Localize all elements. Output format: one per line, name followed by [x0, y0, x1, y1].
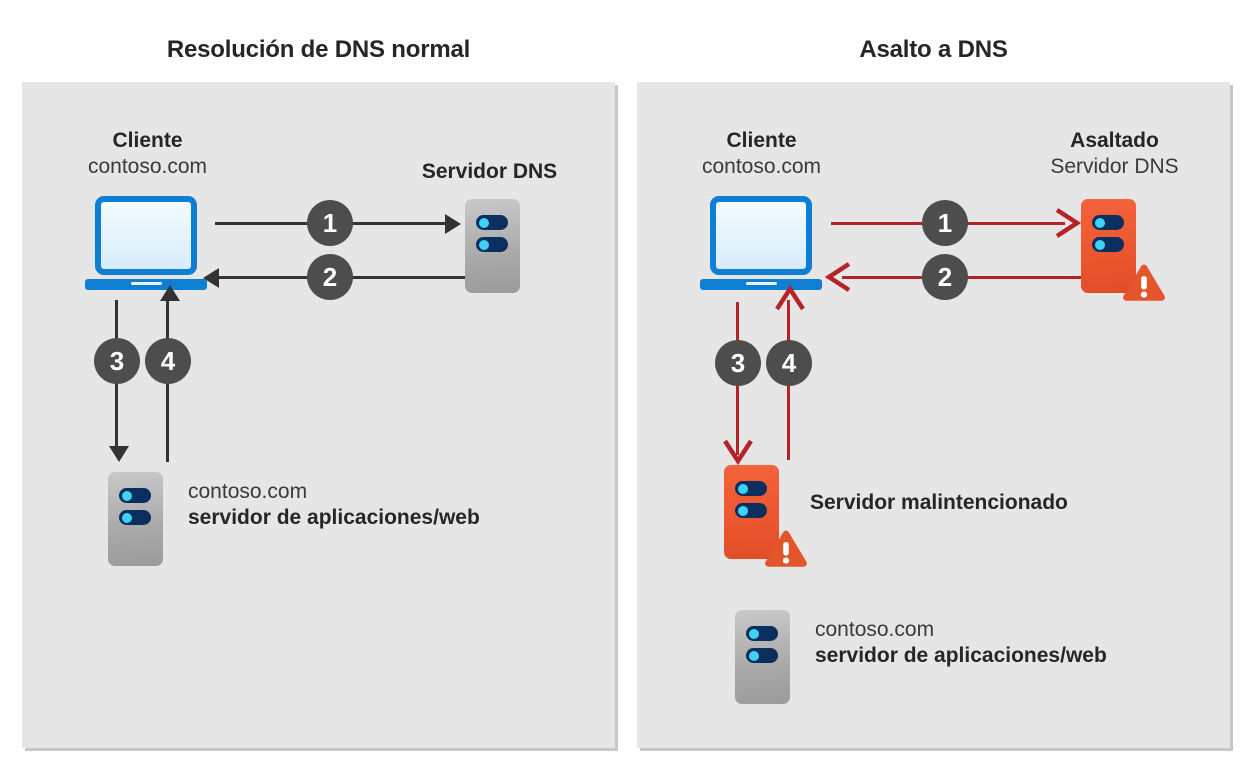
malicious-app-server-icon: [724, 465, 779, 559]
panel-title-hijack: Asalto a DNS: [859, 36, 1008, 63]
step-badge-4: 4: [766, 340, 812, 386]
arrow-1-head: [445, 214, 461, 234]
laptop-trackpad-notch: [131, 282, 162, 285]
dns-server-name: Servidor DNS: [421, 160, 558, 183]
app-server-icon: [108, 472, 163, 566]
warning-triangle-icon: [763, 528, 809, 570]
client-name: Cliente: [726, 129, 797, 152]
app-server-pill-2: [119, 510, 151, 525]
step-badge-4: 4: [145, 338, 191, 384]
step-badge-1: 1: [307, 200, 353, 246]
malicious-server-status-dot-2: [1095, 239, 1105, 250]
malicious-app-server-status-dot-2: [738, 505, 748, 516]
client-domain: contoso.com: [87, 154, 208, 178]
malicious-server-status-dot-1: [1095, 217, 1105, 228]
laptop-screen: [710, 196, 812, 275]
client-name: Cliente: [112, 129, 183, 152]
app-server-domain: contoso.com: [815, 618, 935, 641]
malicious-app-server-pill-1: [735, 481, 767, 496]
app-server-role: servidor de aplicaciones/web: [188, 506, 480, 530]
arrow-4-head: [160, 285, 180, 301]
malicious-app-server-status-dot-1: [738, 483, 748, 494]
arrow-3-head: [109, 446, 129, 462]
laptop-trackpad-notch: [746, 282, 777, 285]
step-badge-1: 1: [922, 200, 968, 246]
malicious-server-pill-2: [1092, 237, 1124, 252]
app-server-status-dot-2: [749, 650, 759, 661]
arrow-2-head: [203, 268, 219, 288]
arrow-4-head: [775, 285, 805, 311]
arrow-1-head: [1055, 208, 1081, 238]
step-badge-3: 3: [94, 338, 140, 384]
laptop-screen: [95, 196, 197, 275]
app-server-status-dot-2: [122, 512, 132, 523]
malicious-server-label: Servidor malintencionado: [810, 490, 1068, 516]
malicious-server-icon: [1081, 199, 1136, 293]
arrow-2-head: [825, 262, 851, 292]
app-server-status-dot-1: [122, 490, 132, 501]
dns-server-label-normal: Servidor DNS: [382, 159, 597, 185]
hijacked-dns-sub: Servidor DNS: [1050, 154, 1179, 178]
app-server-status-dot-1: [749, 628, 759, 639]
client-domain: contoso.com: [701, 154, 822, 178]
laptop-icon: [85, 196, 207, 296]
hijacked-dns-label: Asaltado Servidor DNS: [1007, 128, 1222, 179]
step-badge-3: 3: [715, 340, 761, 386]
laptop-icon: [700, 196, 822, 296]
server-status-dot-1: [479, 217, 489, 228]
app-server-role: servidor de aplicaciones/web: [815, 644, 1107, 668]
app-server-domain: contoso.com: [188, 480, 308, 503]
app-server-pill-2: [746, 648, 778, 663]
malicious-app-server-pill-2: [735, 503, 767, 518]
panel-dns-hijack: Cliente contoso.com Asaltado Servidor DN…: [637, 82, 1230, 748]
server-status-dot-2: [479, 239, 489, 250]
panel-normal-dns: Cliente contoso.com Servidor DNS 1: [22, 82, 615, 748]
arrow-3-head: [723, 439, 753, 465]
app-server-pill-1: [746, 626, 778, 641]
server-pill-1: [476, 215, 508, 230]
client-label-hijack: Cliente contoso.com: [659, 128, 864, 179]
app-server-label-normal: contoso.com servidor de aplicaciones/web: [188, 479, 480, 532]
step-badge-2: 2: [307, 254, 353, 300]
client-label-normal: Cliente contoso.com: [45, 128, 250, 179]
malicious-server-text: Servidor malintencionado: [810, 491, 1068, 514]
step-badge-2: 2: [922, 254, 968, 300]
server-pill-2: [476, 237, 508, 252]
warning-triangle-icon: [1121, 262, 1167, 304]
app-server-pill-1: [119, 488, 151, 503]
panel-title-normal: Resolución de DNS normal: [166, 36, 471, 63]
app-server-icon: [735, 610, 790, 704]
hijacked-dns-name: Asaltado: [1070, 129, 1159, 152]
malicious-server-pill-1: [1092, 215, 1124, 230]
server-icon: [465, 199, 520, 293]
app-server-label-hijack: contoso.com servidor de aplicaciones/web: [815, 617, 1107, 670]
